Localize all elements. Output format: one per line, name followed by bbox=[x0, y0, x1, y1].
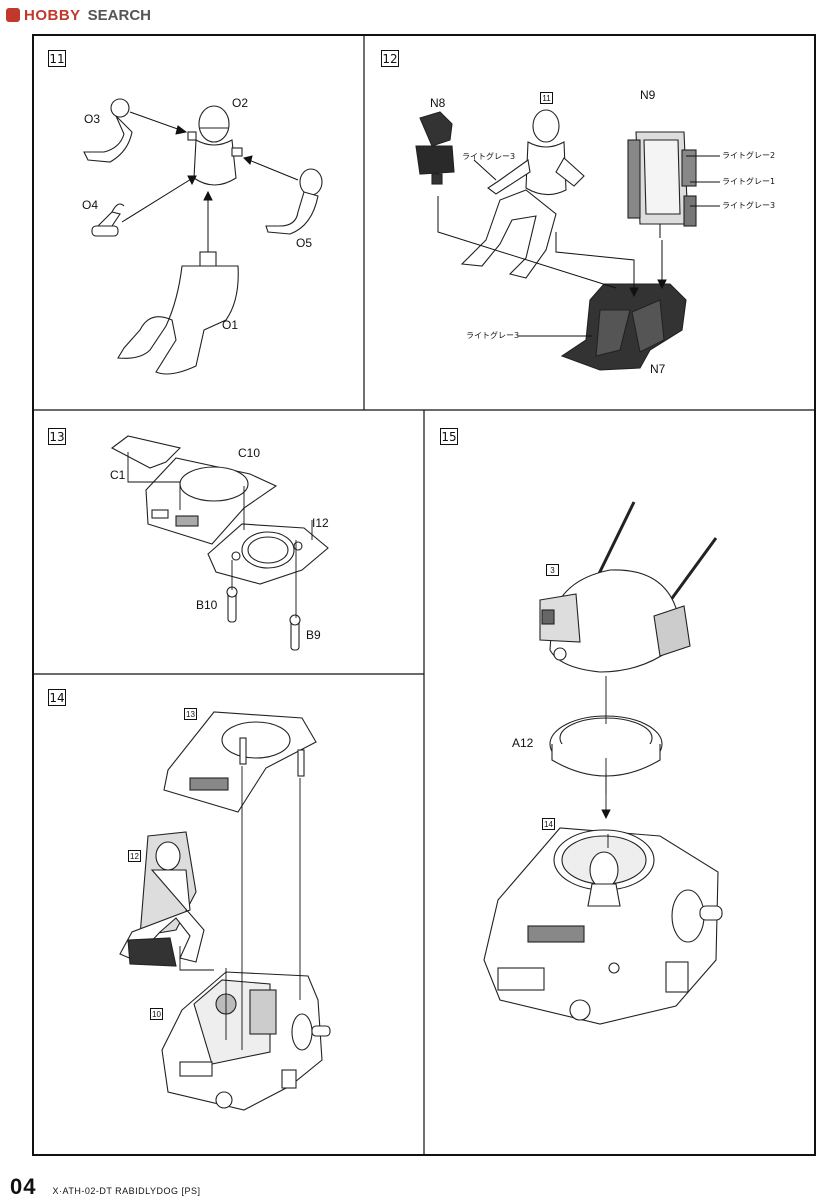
paint-note-n9-bottom: ライトグレー3 bbox=[722, 201, 776, 210]
step-11-number: 11 bbox=[48, 50, 66, 67]
part-label-o2: O2 bbox=[232, 96, 249, 110]
step-ref-11: 11 bbox=[540, 92, 553, 104]
step-ref-12: 12 bbox=[128, 850, 141, 862]
step-12-number: 12 bbox=[381, 50, 399, 67]
step-14-number: 14 bbox=[48, 689, 66, 706]
part-label-n8: N8 bbox=[430, 96, 446, 110]
page-footer: 04 X·ATH-02-DT RABIDLYDOG [PS] bbox=[10, 1174, 201, 1200]
part-label-n9: N9 bbox=[640, 88, 656, 102]
part-label-i12: I12 bbox=[312, 516, 329, 530]
step-ref-14: 14 bbox=[542, 818, 555, 830]
step14-guide-lines bbox=[179, 766, 301, 1050]
step12-arrows bbox=[437, 155, 720, 337]
step13-hatch-parts bbox=[110, 435, 329, 651]
part-label-o4: O4 bbox=[82, 198, 99, 212]
step13-guide-lines bbox=[127, 452, 313, 618]
part-label-n7: N7 bbox=[650, 362, 666, 376]
page-number: 04 bbox=[10, 1174, 37, 1199]
paint-note-n8: ライトグレー3 bbox=[462, 152, 516, 161]
hobby-search-logo-icon bbox=[6, 8, 20, 22]
part-label-c1: C1 bbox=[110, 468, 126, 482]
paint-note-n9-top: ライトグレー2 bbox=[722, 151, 776, 160]
part-label-o1: O1 bbox=[222, 318, 239, 332]
watermark-search: SEARCH bbox=[87, 6, 152, 24]
step-15-number: 15 bbox=[440, 428, 458, 445]
step11-figure-parts bbox=[83, 98, 323, 375]
step11-arrows bbox=[121, 111, 299, 252]
part-label-c10: C10 bbox=[238, 446, 261, 460]
document-title: X·ATH-02-DT RABIDLYDOG [PS] bbox=[52, 1186, 201, 1196]
watermark: HOBBY SEARCH bbox=[6, 5, 151, 25]
paint-note-n7: ライトグレー3 bbox=[466, 331, 520, 340]
watermark-brand: HOBBY bbox=[24, 6, 81, 24]
step-ref-3: 3 bbox=[546, 564, 559, 576]
part-label-o5: O5 bbox=[296, 236, 313, 250]
panel-dividers bbox=[33, 35, 815, 1155]
part-label-b10: B10 bbox=[196, 598, 218, 612]
part-label-b9: B9 bbox=[306, 628, 321, 642]
step15-head-assembly bbox=[483, 501, 723, 1025]
step15-guide-lines bbox=[601, 676, 611, 848]
step-ref-13: 13 bbox=[184, 708, 197, 720]
part-label-a12: A12 bbox=[512, 736, 534, 750]
step12-seat-assembly bbox=[415, 109, 697, 371]
part-label-o3: O3 bbox=[84, 112, 101, 126]
step-ref-10: 10 bbox=[150, 1008, 163, 1020]
step-13-number: 13 bbox=[48, 428, 66, 445]
step14-cockpit bbox=[119, 711, 331, 1111]
paint-note-n9-mid: ライトグレー1 bbox=[722, 177, 776, 186]
